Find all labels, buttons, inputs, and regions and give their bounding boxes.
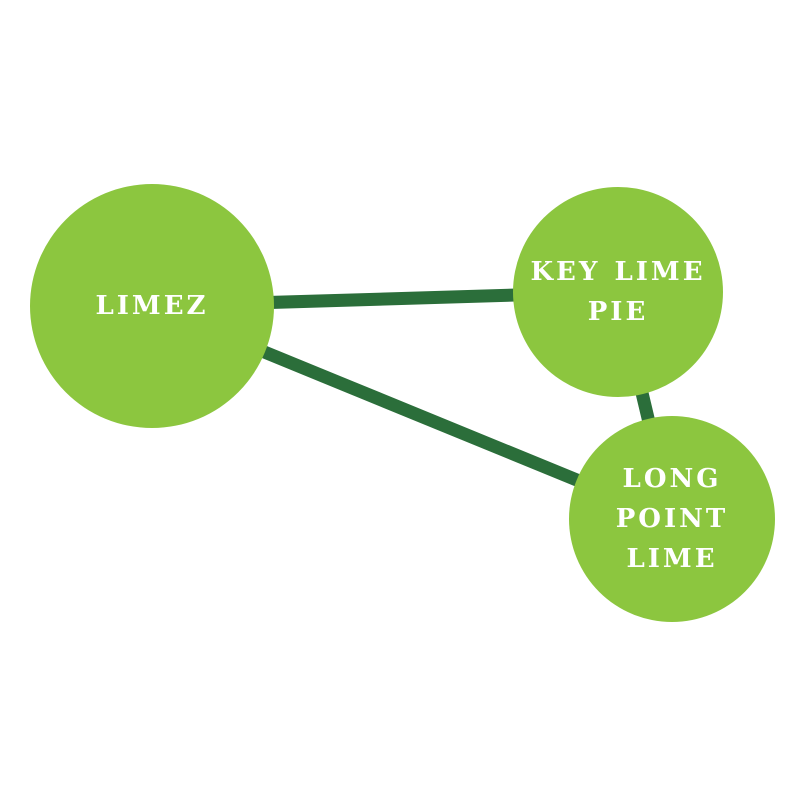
node-circle-key-lime-pie: [513, 187, 723, 397]
node-limez: LIMEZ: [30, 184, 274, 428]
node-circle-long-point-lime: [569, 416, 775, 622]
node-circle-limez: [30, 184, 274, 428]
node-label-limez: LIMEZ: [95, 291, 208, 321]
